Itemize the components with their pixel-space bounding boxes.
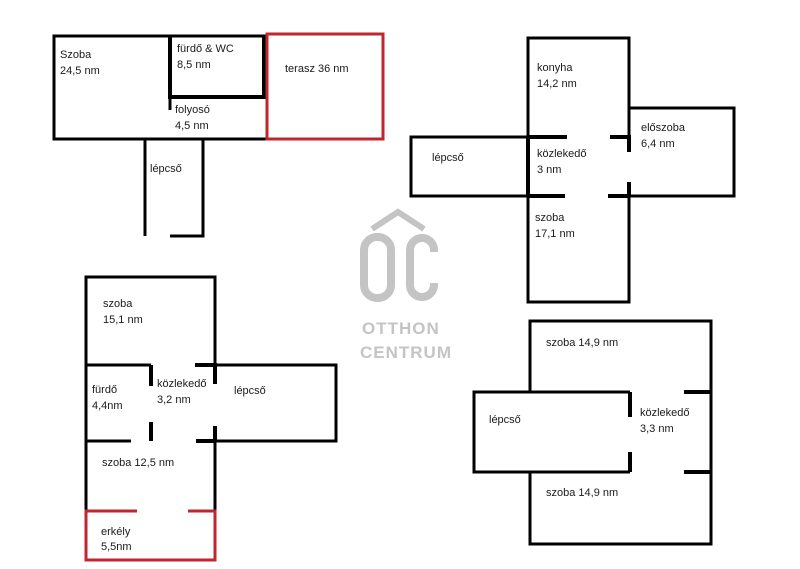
- logo-roof-icon: [370, 208, 426, 232]
- room-area-kozlekedo-3: 3,2 nm: [157, 394, 191, 406]
- room-name-folyoso: folyosó: [175, 104, 210, 116]
- room-name-lepcso-3: lépcső: [234, 385, 266, 397]
- room-szoba-15-walls: [84, 275, 217, 365]
- logo-text-otthon: OTTHON: [362, 319, 440, 338]
- floor-plan-3: [84, 275, 338, 511]
- room-area-folyoso: 4,5 nm: [175, 120, 209, 132]
- room-name-szoba-4b: szoba 14,9 nm: [546, 487, 618, 499]
- room-area-furdo: 8,5 nm: [177, 59, 211, 71]
- room-area-kozlekedo-4: 3,3 nm: [640, 423, 674, 435]
- room-szoba-walls: [526, 196, 631, 304]
- kitchen-walls: [526, 36, 631, 137]
- corridor-top-wall-right: [610, 135, 631, 152]
- logo-text-centrum: CENTRUM: [360, 343, 452, 362]
- room-name-furdo: fürdő & WC: [177, 43, 234, 55]
- room-szoba-12-walls: [84, 441, 217, 511]
- room-area-szoba-3a: 15,1 nm: [103, 314, 143, 326]
- logo-letter-c: [406, 234, 438, 301]
- floor-plan-2: [409, 36, 736, 304]
- stairs-walls-3: [215, 363, 338, 443]
- room-name-erkely: erkély: [101, 526, 131, 538]
- room-area-furdo-3: 4,4nm: [92, 400, 123, 412]
- room-name-kozlekedo-3: közlekedő: [157, 378, 207, 390]
- room-szoba-top-walls: [528, 319, 713, 392]
- room-area-szoba-2: 17,1 nm: [535, 228, 575, 240]
- otthon-centrum-logo: OTTHON CENTRUM: [360, 208, 452, 362]
- room-name-szoba-4a: szoba 14,9 nm: [546, 337, 618, 349]
- corridor-top-right: [195, 363, 217, 384]
- room-area-erkely: 5,5nm: [101, 541, 132, 553]
- logo-letter-o: [360, 233, 395, 302]
- floor-plan-4: [472, 319, 713, 546]
- room-name-terasz: terasz 36 nm: [285, 63, 349, 75]
- room-name-lepcso: lépcső: [150, 163, 182, 175]
- room-name-lepcso-4: lépcső: [489, 414, 521, 426]
- room-szoba-bottom-walls: [528, 472, 713, 546]
- room-name-lepcso-2: lépcső: [432, 152, 464, 164]
- room-name-furdo-3: fürdő: [92, 384, 117, 396]
- room-area-konyha: 14,2 nm: [537, 78, 577, 90]
- bathroom-walls: [168, 36, 266, 99]
- balcony-outline: [84, 509, 217, 562]
- room-name-kozlekedo-4: közlekedő: [640, 407, 690, 419]
- stairs-walls: [409, 135, 528, 198]
- room-area-szoba: 24,5 nm: [60, 65, 100, 77]
- room-name-eloszoba: előszoba: [641, 122, 686, 134]
- room-name-szoba-3a: szoba: [103, 298, 133, 310]
- room-area-kozlekedo: 3 nm: [537, 164, 561, 176]
- room-name-szoba-2: szoba: [535, 212, 565, 224]
- stairs-walls-4: [472, 390, 630, 474]
- room-name-konyha: konyha: [537, 62, 573, 74]
- room-area-eloszoba: 6,4 nm: [641, 138, 675, 150]
- terrace-outline: [265, 32, 385, 141]
- hall-walls: [629, 106, 736, 198]
- room-name-szoba-3b: szoba 12,5 nm: [102, 457, 174, 469]
- stair-shaft-right: [170, 139, 205, 238]
- room-name-kozlekedo: közlekedő: [537, 148, 587, 160]
- room-name-szoba: Szoba: [60, 49, 92, 61]
